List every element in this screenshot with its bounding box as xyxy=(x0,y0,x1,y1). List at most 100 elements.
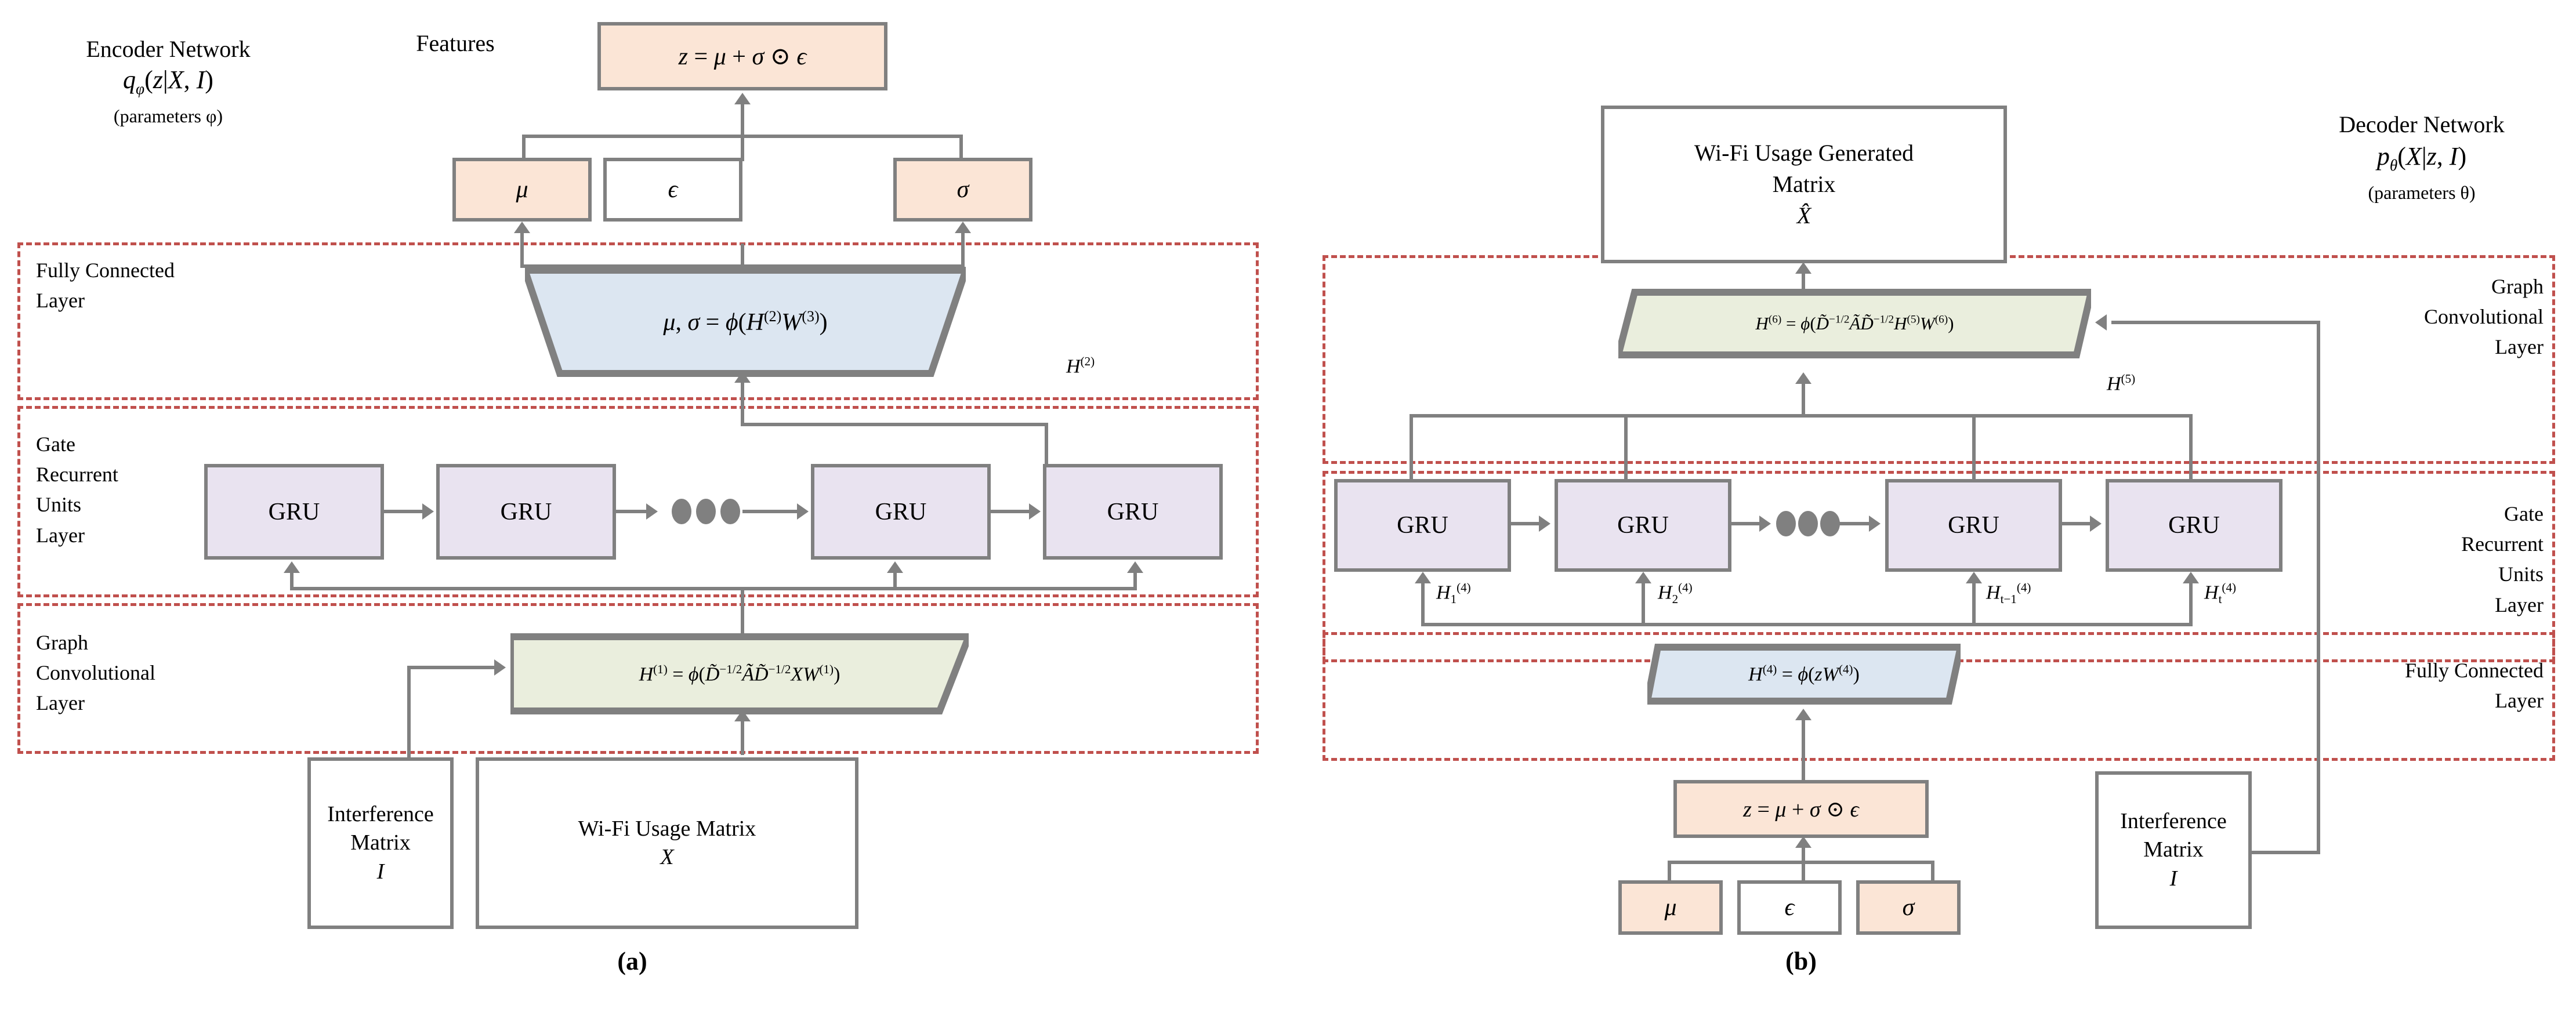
connector-a-x-up xyxy=(741,719,744,755)
gru-box-b-3: GRU xyxy=(1885,479,2062,572)
connector-b-gcn-bus-2 xyxy=(1624,414,1628,479)
connector-b-fc-in-3 xyxy=(1972,580,1976,625)
connector-a-I-up xyxy=(407,666,411,759)
gru-box-a-1-label: GRU xyxy=(268,498,320,525)
connector-b-gcn-bus-1 xyxy=(1410,414,1413,479)
ellipsis-dot-b-3 xyxy=(1820,511,1840,536)
connector-b-fc-in-2 xyxy=(1642,580,1645,625)
arrow-b-to-output xyxy=(1795,262,1811,274)
features-label-a: Features xyxy=(416,30,495,56)
gru-box-b-2: GRU xyxy=(1555,479,1731,572)
gcn-trapezoid-a-shape xyxy=(510,633,969,714)
gru-layer-label-b: Gate Recurrent Units Layer xyxy=(2461,502,2544,616)
arrow-a-to-z xyxy=(734,93,751,104)
connector-b-bus-mid xyxy=(1802,861,1805,881)
arrow-a-gcn-gru4 xyxy=(1127,561,1143,573)
epsilon-box-b: ϵ xyxy=(1737,880,1842,935)
connector-b-gcn-in xyxy=(1802,383,1805,418)
gru-box-a-2-label: GRU xyxy=(500,498,552,525)
connector-b-out-up xyxy=(1802,273,1805,299)
connector-b-gru34 xyxy=(2062,522,2090,525)
gru-state-label-b-1: H1(4) xyxy=(1436,580,1471,607)
fc-trapezoid-b-shape xyxy=(1647,644,1961,705)
arrow-b-to-gcn xyxy=(1795,372,1811,384)
connector-a-mu-up xyxy=(520,232,524,267)
h2-label-a: H(2) xyxy=(1066,354,1095,378)
ellipsis-dot-a-3 xyxy=(720,499,740,524)
arrow-b-gru34 xyxy=(2090,516,2102,532)
gru-box-b-4-label: GRU xyxy=(2168,512,2220,539)
gru-box-b-4: GRU xyxy=(2106,479,2282,572)
connector-a-z-up xyxy=(741,103,744,138)
arrow-b-I-to-gcn xyxy=(2095,314,2107,331)
epsilon-box-a-label: ϵ xyxy=(668,176,678,203)
dashed-region-a-gcn xyxy=(17,603,1259,754)
gcn-layer-label-b: Graph Convolutional Layer xyxy=(2424,275,2544,359)
dashed-region-b-fc xyxy=(1323,632,2555,761)
gcn-trapezoid-a-label: H(1) = ϕ(D̃−1/2ÃD̃−1/2XW(1)) xyxy=(639,662,840,685)
connector-b-z-up xyxy=(1802,719,1805,780)
arrow-b-fc-gru3 xyxy=(1966,572,1982,583)
ellipsis-dot-b-2 xyxy=(1798,511,1818,536)
gru-box-b-1: GRU xyxy=(1334,479,1511,572)
connector-a-gru-bus-r xyxy=(1045,423,1048,487)
z-box-a-label: z = μ + σ ⊙ ϵ xyxy=(678,43,807,70)
connector-b-I-left xyxy=(2111,321,2320,324)
ellipsis-dot-a-1 xyxy=(672,499,691,524)
gru-box-b-2-label: GRU xyxy=(1617,512,1669,539)
fc-trapezoid-b-label: H(4) = ϕ(zW(4)) xyxy=(1748,662,1860,685)
connector-a-bus-mid xyxy=(741,135,744,161)
ellipsis-dot-a-2 xyxy=(696,499,716,524)
fc-trapezoid-a-shape xyxy=(525,267,966,377)
gru-box-a-4: GRU xyxy=(1043,464,1223,560)
gcn-layer-label-a: Graph Convolutional Layer xyxy=(36,631,155,715)
mu-box-b-label: μ xyxy=(1664,894,1677,921)
dashed-region-a-gru xyxy=(17,406,1259,597)
connector-b-I-bottom xyxy=(2251,851,2320,854)
sigma-box-b: σ xyxy=(1856,880,1961,935)
connector-a-bus-left xyxy=(522,135,526,161)
sigma-box-a: σ xyxy=(893,158,1032,222)
fc-trapezoid-a-label: μ, σ = ϕ(H(2)W(3)) xyxy=(663,307,828,336)
connector-a-gcn-in-3 xyxy=(1133,571,1137,589)
arrow-a-gru12 xyxy=(422,503,434,520)
sigma-box-a-label: σ xyxy=(957,176,969,203)
connector-b-gcn-bus-4 xyxy=(2189,414,2193,479)
connector-b-fc-in-1 xyxy=(1421,580,1425,625)
connector-b-gru2dots xyxy=(1731,522,1759,525)
encoder-network-formula: qφ(z|X, I) xyxy=(123,66,213,97)
connector-b-dots3 xyxy=(1828,522,1869,525)
connector-b-I-vert xyxy=(2317,321,2320,854)
arrow-a-to-fc xyxy=(734,371,751,383)
connector-a-I-right xyxy=(407,666,494,669)
gru-state-label-b-2: H2(4) xyxy=(1658,580,1693,607)
connector-b-bus-left xyxy=(1668,861,1671,881)
connector-b-gcn-bus-3 xyxy=(1972,414,1976,479)
z-box-b: z = μ + σ ⊙ ϵ xyxy=(1673,780,1929,838)
gcn-trapezoid-b: H(6) = ϕ(D̃−1/2ÃD̃−1/2H(5)W(6)) xyxy=(1618,289,2091,358)
connector-a-fc-in xyxy=(741,380,744,426)
arrow-a-x-to-gcn xyxy=(734,710,751,721)
connector-a-bus-right xyxy=(959,135,963,161)
caption-b: (b) xyxy=(1785,947,1817,975)
arrow-a-gru34 xyxy=(1029,503,1041,520)
z-box-a: z = μ + σ ⊙ ϵ xyxy=(597,22,887,90)
z-box-b-label: z = μ + σ ⊙ ϵ xyxy=(1743,797,1859,822)
fc-layer-label-b: Fully Connected Layer xyxy=(2405,659,2544,713)
arrow-b-to-z xyxy=(1795,836,1811,848)
connector-b-bus xyxy=(1668,861,1934,864)
arrow-a-to-sigma xyxy=(955,222,971,233)
gru-layer-label-a: Gate Recurrent Units Layer xyxy=(36,433,118,547)
mu-box-b: μ xyxy=(1618,880,1723,935)
arrow-a-to-mu xyxy=(514,222,530,233)
connector-a-gru12 xyxy=(384,510,422,513)
epsilon-box-b-label: ϵ xyxy=(1784,894,1795,921)
gcn-trapezoid-b-label: H(6) = ϕ(D̃−1/2ÃD̃−1/2H(5)W(6)) xyxy=(1755,313,1954,333)
